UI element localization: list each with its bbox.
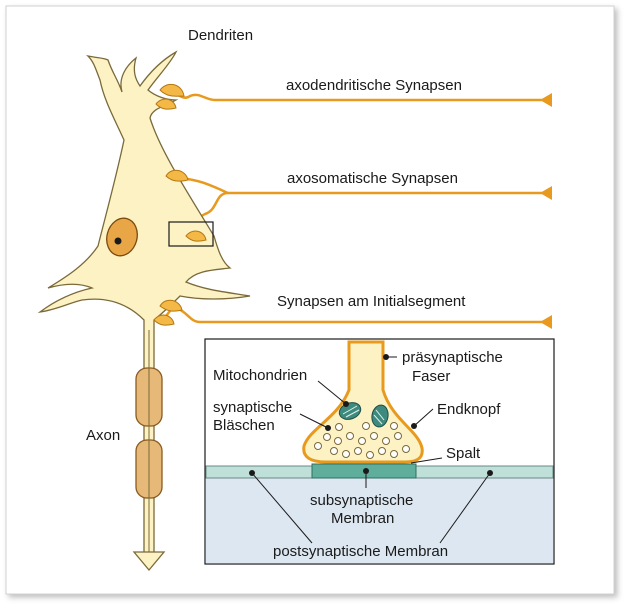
postsynaptic-region: [206, 478, 553, 563]
label-blaeschen: Bläschen: [213, 417, 275, 434]
synaptic-boutons: [153, 83, 207, 326]
label-axosomatisch: axosomatische Synapsen: [287, 170, 458, 187]
bouton-1: [159, 83, 185, 97]
label-subsynaptische: subsynaptische: [310, 492, 413, 509]
neuron-soma: [37, 50, 251, 557]
presynaptic-terminal: [302, 340, 424, 464]
label-postsynaptische-membran: postsynaptische Membran: [273, 543, 448, 560]
label-faser: Faser: [412, 368, 450, 385]
label-dendriten: Dendriten: [188, 27, 253, 44]
bouton-6: [153, 314, 175, 326]
label-initialsegment: Synapsen am Initialsegment: [277, 293, 466, 310]
bouton-2: [155, 98, 177, 110]
label-axodendritisch: axodendritische Synapsen: [286, 77, 462, 94]
arrowhead-axodendritic: [540, 93, 552, 107]
bouton-3: [165, 169, 189, 182]
label-praesynaptische: präsynaptische: [402, 349, 503, 366]
leader-endknopf: [413, 408, 434, 427]
synapse-inset: [204, 338, 555, 565]
bouton-4: [185, 230, 207, 242]
leader-post-right: [439, 472, 491, 544]
fiber-arrowheads: [540, 93, 552, 329]
nucleolus: [114, 237, 122, 245]
label-axon: Axon: [86, 427, 120, 444]
leader-spalt: [410, 457, 443, 464]
mitochondria-cristae: [342, 405, 385, 425]
magnification-box: [168, 221, 214, 247]
leader-post-left: [251, 472, 313, 544]
synaptic-vesicles: [314, 422, 410, 459]
leader-blaeschen: [299, 413, 329, 429]
arrowhead-initial: [540, 315, 552, 329]
label-spalt: Spalt: [446, 445, 481, 462]
bouton-5: [159, 299, 183, 312]
leader-mitochondrien: [317, 380, 347, 405]
arrowhead-axosomatic: [540, 186, 552, 200]
leader-dots: [249, 354, 493, 476]
label-endknopf: Endknopf: [437, 401, 501, 418]
nucleus: [106, 217, 138, 257]
label-mitochondrien: Mitochondrien: [213, 367, 307, 384]
label-membran: Membran: [331, 510, 394, 527]
label-synaptische: synaptische: [213, 399, 292, 416]
axon-arrowhead: [132, 551, 166, 572]
